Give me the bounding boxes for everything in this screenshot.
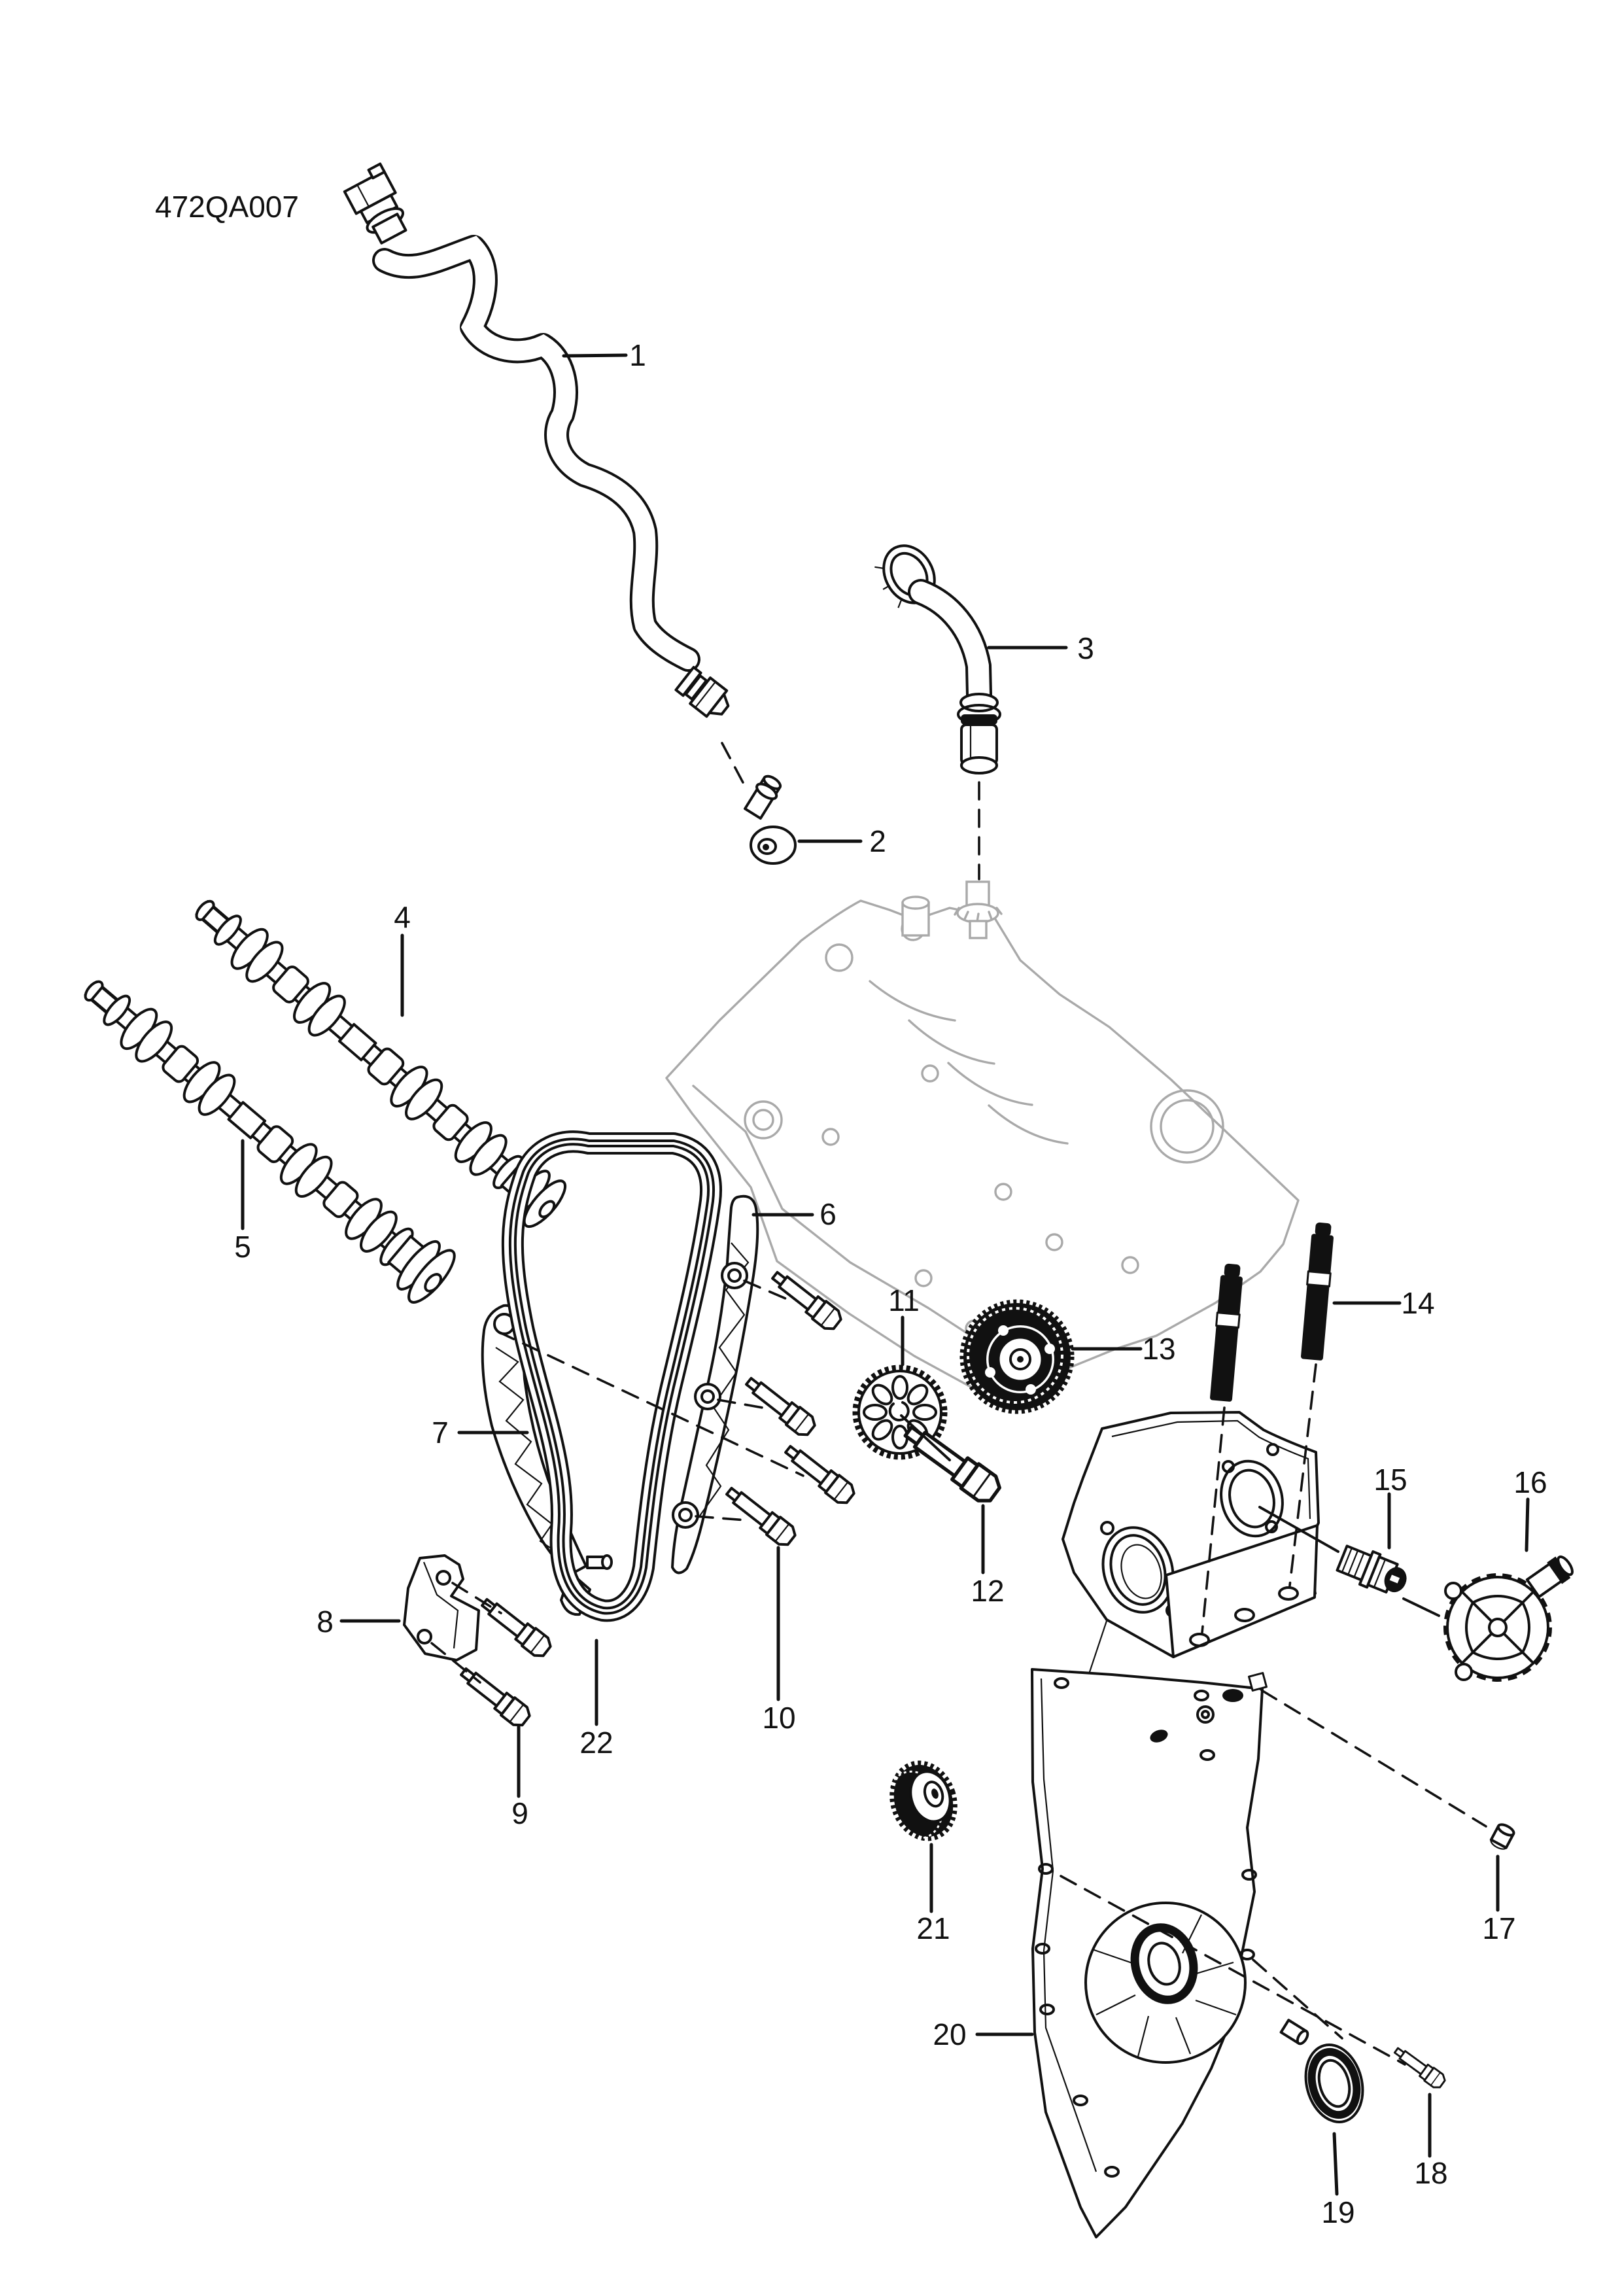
camshaft-intake (84, 980, 456, 1304)
outlet-hose (874, 544, 1001, 774)
guide-boss-bottom (672, 1501, 699, 1529)
callout-2[interactable]: 2 (869, 824, 886, 858)
tensioner-bracket (403, 1554, 480, 1661)
callout-4[interactable]: 4 (394, 900, 411, 934)
sensor-tip-pointer (1402, 1597, 1440, 1617)
bracket-bolt-upper (476, 1592, 555, 1661)
stud-14-left (1209, 1262, 1245, 1403)
diagram-code: 472QA007 (155, 190, 299, 224)
callout-11[interactable]: 11 (888, 1283, 920, 1317)
pipe1-lower-connector (674, 666, 730, 718)
sensor-pointer-line (1258, 1506, 1339, 1553)
callout-12[interactable]: 12 (971, 1574, 1004, 1608)
callout-10[interactable]: 10 (762, 1701, 795, 1735)
callout-1[interactable]: 1 (629, 338, 646, 372)
guide-boss-top (721, 1262, 748, 1289)
chain-guide-rail (671, 1194, 759, 1574)
bolt-12 (899, 1419, 1003, 1506)
callout-20[interactable]: 20 (933, 2017, 966, 2051)
camshaft-exhaust (195, 899, 567, 1228)
hose3-lower-connector (957, 693, 1001, 774)
stud-14-right (1300, 1221, 1336, 1362)
vacuum-pump (1443, 1555, 1574, 1682)
elbow-fitting (744, 774, 797, 865)
timing-chain (501, 1130, 722, 1622)
leader-line-16 (1525, 1497, 1530, 1552)
bolt-10a (767, 1265, 846, 1334)
callout-9[interactable]: 9 (511, 1796, 528, 1830)
callout-18[interactable]: 18 (1414, 2156, 1447, 2190)
spacer-bushing (1279, 2019, 1309, 2045)
bolt-10c (780, 1439, 859, 1508)
callout-8[interactable]: 8 (317, 1605, 334, 1639)
timing-cover (1031, 1411, 1320, 2238)
callout-7[interactable]: 7 (432, 1416, 449, 1450)
guide-boss-mid (694, 1383, 721, 1410)
callout-15[interactable]: 15 (1373, 1463, 1407, 1497)
callout-21[interactable]: 21 (916, 1911, 950, 1945)
callout-22[interactable]: 22 (579, 1726, 613, 1760)
screw-18 (1390, 2043, 1449, 2092)
oil-pressure-sensor (1336, 1544, 1407, 1594)
breather-pipe (343, 162, 730, 718)
callout-5[interactable]: 5 (234, 1230, 251, 1264)
crank-oil-seal (1304, 2044, 1364, 2123)
callout-19[interactable]: 19 (1321, 2195, 1355, 2229)
callout-17[interactable]: 17 (1482, 1911, 1515, 1945)
dowel-pin (1489, 1823, 1515, 1850)
sprocket-bolt-pointer (900, 1414, 951, 1461)
callout-3[interactable]: 3 (1077, 631, 1094, 665)
breather-port-ghost (901, 880, 1003, 939)
leader-line-19 (1332, 2132, 1339, 2196)
callout-16[interactable]: 16 (1513, 1465, 1547, 1499)
callout-13[interactable]: 13 (1142, 1332, 1175, 1366)
bolt-9 (455, 1661, 534, 1731)
callout-14[interactable]: 14 (1401, 1286, 1434, 1320)
crank-sprocket (887, 1760, 958, 1841)
leader-line-1 (562, 353, 628, 358)
pipe1-upper-connector (343, 162, 407, 245)
vvt-phaser-gear (959, 1299, 1075, 1414)
assembly-dashed-lines (430, 742, 1487, 2066)
callout-6[interactable]: 6 (820, 1197, 837, 1231)
bolt-10d (721, 1481, 800, 1550)
